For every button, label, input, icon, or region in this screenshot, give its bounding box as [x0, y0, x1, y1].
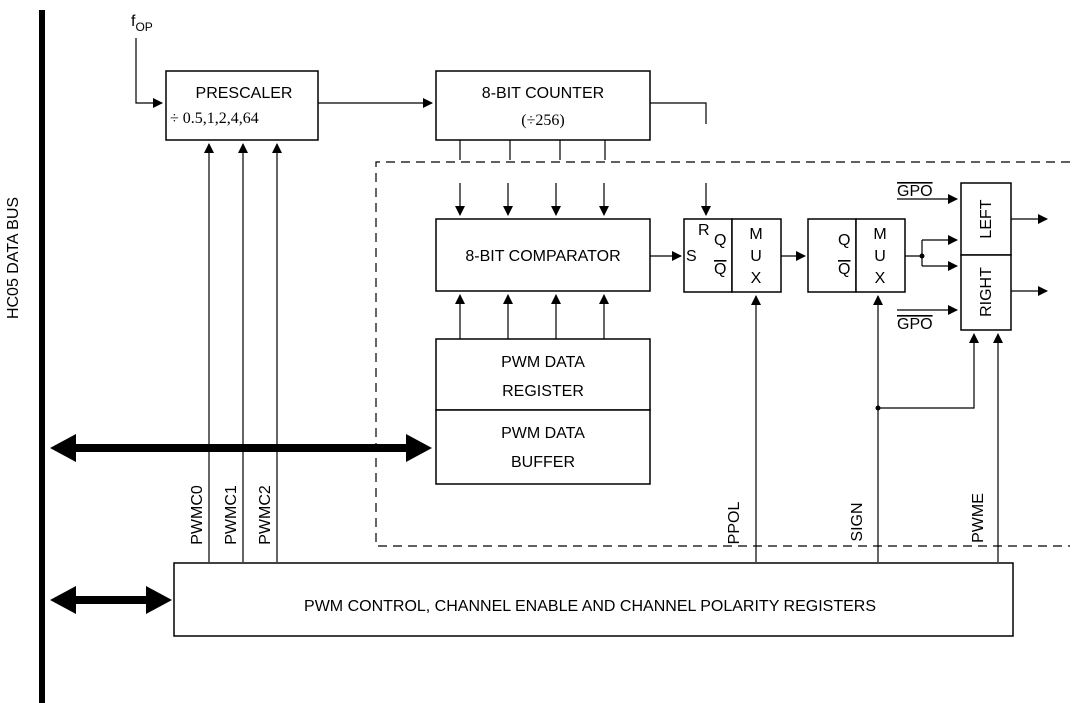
- comparator-title: 8-BIT COMPARATOR: [465, 248, 620, 265]
- pwm-data-buffer-block: [435, 409, 651, 485]
- pwm-data-register-block: [435, 338, 651, 411]
- left-gate-label: LEFT: [978, 199, 995, 238]
- pwmc2-label: PWMC2: [257, 485, 274, 545]
- gpo-bottom-label: GPO: [897, 316, 933, 333]
- mux2-x: X: [875, 270, 886, 287]
- polarity-latch-block: [807, 218, 857, 293]
- ppol-label: PPOL: [726, 502, 743, 545]
- prescaler-block: [165, 70, 319, 141]
- gpo-top-label: GPO: [897, 183, 933, 200]
- counter-divide: (÷256): [521, 112, 564, 129]
- data-bus-bar: [39, 10, 45, 703]
- prescaler-select-wires: [204, 143, 282, 562]
- sign-to-right-gate-wire: [878, 333, 979, 409]
- pwm-data-buffer-line1: PWM DATA: [501, 425, 585, 442]
- register-to-comparator-arrows: [455, 294, 609, 339]
- right-gate-block: [960, 254, 1012, 331]
- mux2-u: U: [874, 248, 886, 265]
- latch-q-label: Q: [714, 232, 726, 249]
- mux1-m: M: [749, 226, 762, 243]
- polarity-latch-q: Q: [838, 232, 850, 249]
- fop-wire: [135, 38, 163, 108]
- counter-output-stubs: [459, 140, 606, 160]
- mux1-u: U: [750, 248, 762, 265]
- channel-boundary: [375, 161, 1070, 547]
- pwm-data-buffer-line2: BUFFER: [511, 454, 575, 471]
- fop-label: fOP: [131, 13, 153, 34]
- sign-junction-dot: [875, 405, 881, 411]
- mux1-x: X: [751, 270, 762, 287]
- right-gate-label: RIGHT: [978, 267, 995, 317]
- counter-overflow-wire: [650, 102, 707, 124]
- bus-control-double-arrow: [50, 586, 172, 614]
- counter-to-comparator-arrows: [455, 183, 609, 216]
- mux2-m: M: [873, 226, 886, 243]
- data-bus-label: HC05 DATA BUS: [5, 197, 22, 319]
- latch-qbar-label: Q: [714, 261, 726, 278]
- control-registers-label: PWM CONTROL, CHANNEL ENABLE AND CHANNEL …: [304, 598, 876, 615]
- counter-block: [435, 70, 651, 141]
- bus-buffer-double-arrow: [50, 434, 432, 462]
- pwm-data-register-line1: PWM DATA: [501, 354, 585, 371]
- sign-label: SIGN: [849, 502, 866, 541]
- mux2-fanout-wires: [905, 235, 958, 271]
- prescaler-title: PRESCALER: [196, 85, 293, 102]
- mux2-block: [855, 218, 906, 293]
- comparator-block: [435, 218, 651, 292]
- pwme-label: PWME: [970, 493, 987, 543]
- pwmc0-label: PWMC0: [189, 485, 206, 545]
- latch-r-label: R: [698, 222, 710, 239]
- polarity-latch-qbar: Q: [838, 261, 850, 278]
- pwmc1-label: PWMC1: [223, 485, 240, 545]
- counter-title: 8-BIT COUNTER: [482, 85, 604, 102]
- latch-s-label: S: [686, 248, 697, 265]
- prescaler-ratios: ÷ 0.5,1,2,4,64: [170, 110, 259, 127]
- control-registers-block: [173, 562, 1014, 637]
- pwm-data-register-line2: REGISTER: [502, 383, 584, 400]
